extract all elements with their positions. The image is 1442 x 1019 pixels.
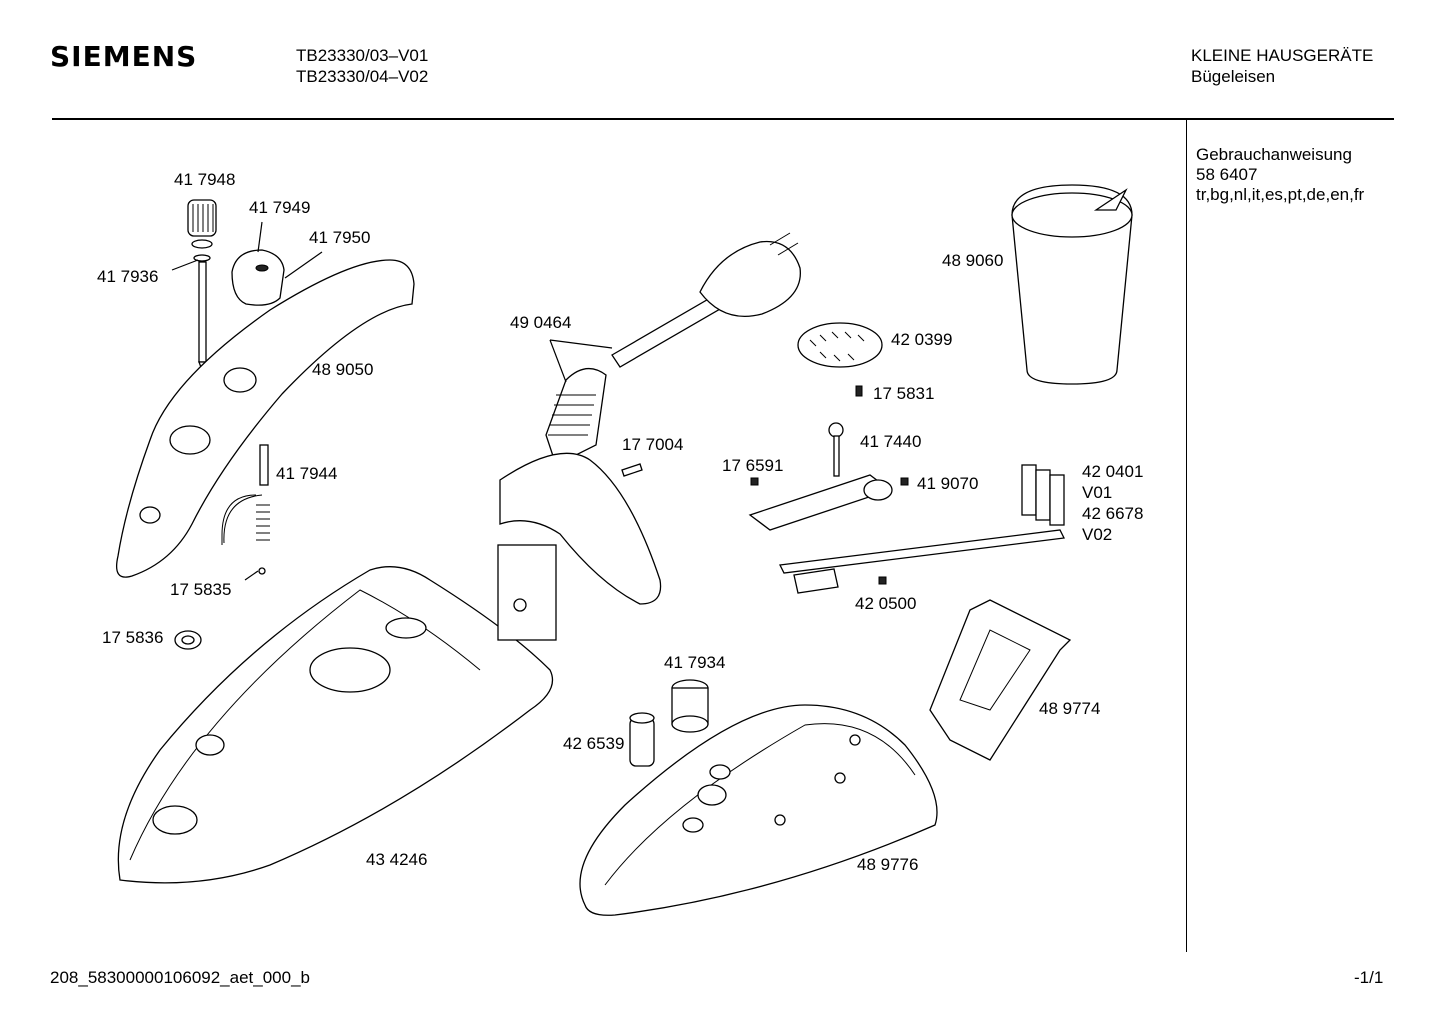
leader-lines	[171, 221, 613, 581]
rod-drawing	[198, 261, 208, 372]
part-label-417440: 41 7440	[860, 432, 922, 451]
part-label-175831: 17 5831	[873, 384, 935, 403]
part-label-417944: 41 7944	[276, 464, 338, 483]
bracket-drawing	[929, 599, 1072, 761]
part-label-420500: 42 0500	[855, 594, 917, 613]
header-divider	[52, 118, 1394, 120]
part-label-489774: 48 9774	[1039, 699, 1101, 718]
bushing-drawing	[629, 679, 709, 767]
part-label-426539: 42 6539	[563, 734, 625, 753]
cable-plug-drawing	[545, 232, 801, 466]
part-label-175835: 17 5835	[170, 580, 232, 599]
doc-title: Gebrauchanweisung	[1196, 145, 1352, 164]
housing-drawing	[117, 566, 554, 884]
model-number-1: TB23330/03–V01	[296, 46, 429, 65]
brand-logo: SIEMENS	[50, 40, 198, 73]
knob-drawing	[187, 199, 217, 262]
model-number-2: TB23330/04–V02	[296, 67, 429, 86]
category-title: KLEINE HAUSGERÄTE	[1191, 46, 1374, 65]
part-label-417948: 41 7948	[174, 170, 236, 189]
page-number: -1/1	[1354, 968, 1384, 987]
part-label-417934: 41 7934	[664, 653, 726, 672]
part-label-489050: 48 9050	[312, 360, 374, 379]
part-label-417949: 41 7949	[249, 198, 311, 217]
product-title: Bügeleisen	[1191, 67, 1276, 86]
part-label-417936: 41 7936	[97, 267, 159, 286]
doc-number: 58 6407	[1196, 165, 1258, 184]
part-label-434246: 43 4246	[366, 850, 428, 869]
part-label-v01: V01	[1082, 483, 1113, 502]
footer-code: 208_58300000106092_aet_000_b	[50, 968, 310, 987]
part-label-175836: 17 5836	[102, 628, 164, 647]
soleplate-drawing	[579, 704, 938, 916]
part-label-417950: 41 7950	[309, 228, 371, 247]
thermostat-drawing	[748, 385, 909, 585]
part-label-489060: 48 9060	[942, 251, 1004, 270]
part-label-419070: 41 9070	[917, 474, 979, 493]
part-label-176591: 17 6591	[722, 456, 784, 475]
sidebar-divider	[1186, 120, 1187, 952]
doc-languages: tr,bg,nl,it,es,pt,de,en,fr	[1196, 185, 1365, 204]
measuring-cup-drawing	[1011, 184, 1133, 385]
handle-drawing	[115, 259, 415, 578]
part-label-v02: V02	[1082, 525, 1113, 544]
element-drawing	[779, 464, 1065, 594]
seal-drawing	[174, 630, 202, 650]
part-label-490464: 49 0464	[510, 313, 572, 332]
part-label-177004: 17 7004	[622, 435, 684, 454]
rear-cover-drawing	[497, 452, 662, 641]
documentation-box: Gebrauchanweisung 58 6407 tr,bg,nl,it,es…	[1196, 145, 1364, 205]
part-label-420401: 42 0401	[1082, 462, 1144, 481]
part-label-489776: 48 9776	[857, 855, 919, 874]
exploded-diagram	[115, 184, 1133, 916]
part-label-420399: 42 0399	[891, 330, 953, 349]
part-label-426678: 42 6678	[1082, 504, 1144, 523]
filter-disc-drawing	[797, 322, 883, 368]
valve-drawing	[221, 444, 270, 545]
button-drawing	[231, 249, 285, 306]
